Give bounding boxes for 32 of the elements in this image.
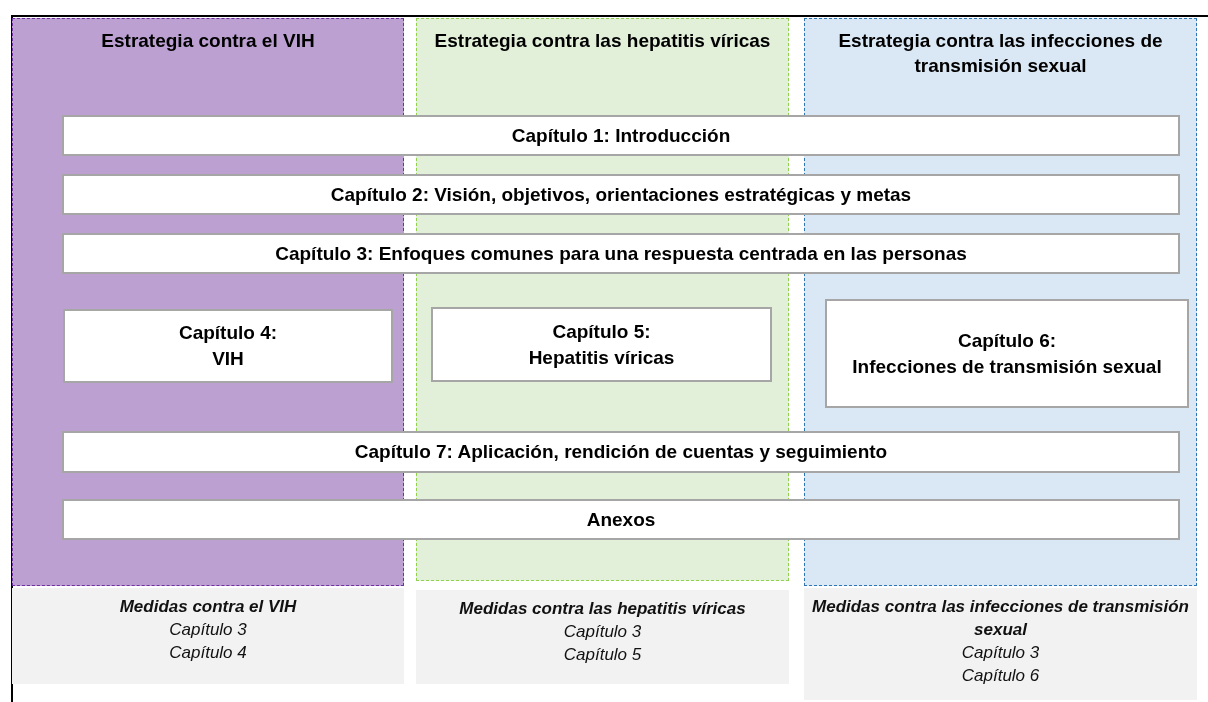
measures-panel xyxy=(12,588,404,684)
chapter-title: Hepatitis víricas xyxy=(528,345,675,370)
chapter-box xyxy=(62,233,1180,274)
chapter-box xyxy=(62,174,1180,215)
chapter-reference: Capítulo 3 xyxy=(563,620,642,643)
chapter-box xyxy=(431,307,772,382)
chapter-title: Infecciones de transmisión sexual xyxy=(852,354,1162,379)
chapter-title: Capítulo 1: Introducción xyxy=(511,123,731,148)
measures-heading: Medidas contra las hepatitis víricas xyxy=(459,598,746,620)
chapter-title: Capítulo 6: xyxy=(957,328,1057,353)
chapter-title: Capítulo 2: Visión, objetivos, orientaciones estratégicas y metas xyxy=(330,182,912,207)
chapter-title: Capítulo 4: xyxy=(178,321,278,346)
measures-heading: Medidas contra el VIH xyxy=(119,596,297,618)
chapter-box xyxy=(62,431,1180,473)
chapter-reference: Capítulo 6 xyxy=(961,664,1040,687)
chapter-reference: Capítulo 4 xyxy=(169,641,247,664)
chapter-title: Capítulo 3: Enfoques comunes para una respuesta centrada en las personas xyxy=(275,241,967,266)
chapter-title: Capítulo 5: xyxy=(552,319,651,344)
chapter-box xyxy=(825,299,1189,408)
chapter-box xyxy=(63,309,393,383)
chapter-reference: Capítulo 3 xyxy=(169,618,247,641)
chapter-title: VIH xyxy=(212,347,244,371)
column-heading: Estrategia contra el VIH xyxy=(100,29,316,53)
column-heading: Estrategia contra las hepatitis víricas xyxy=(433,29,772,53)
column-heading: Estrategia contra las infecciones de transmisión sexual xyxy=(837,29,1164,78)
measures-heading: Medidas contra las infecciones de transmisión sexual xyxy=(811,596,1190,641)
chapter-reference: Capítulo 5 xyxy=(563,643,642,666)
chapter-title: Anexos xyxy=(586,507,656,532)
chapter-title: Capítulo 7: Aplicación, rendición de cuentas y seguimiento xyxy=(354,440,888,465)
chapter-box xyxy=(62,499,1180,540)
chapter-reference: Capítulo 3 xyxy=(961,641,1040,664)
chapter-box xyxy=(62,115,1180,156)
